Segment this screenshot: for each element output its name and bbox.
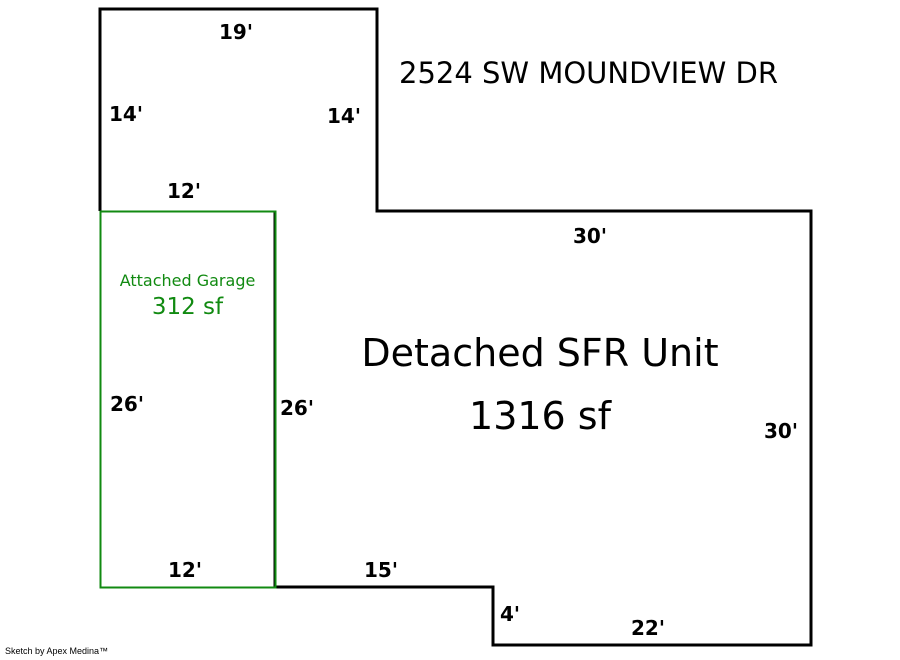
dim-bottom-right: 22' — [631, 616, 665, 640]
dim-garage-top: 12' — [167, 179, 201, 203]
dim-garage-bottom: 12' — [168, 558, 202, 582]
garage-name: Attached Garage — [119, 271, 256, 290]
dim-garage-right: 26' — [280, 396, 314, 420]
dim-step: 4' — [500, 602, 521, 626]
dim-top: 19' — [219, 20, 253, 44]
dim-bottom-left: 15' — [364, 558, 398, 582]
sketch-credit: Sketch by Apex Medina™ — [5, 646, 109, 656]
main-area-size: 1316 sf — [469, 394, 611, 438]
house-outline — [98, 7, 813, 647]
main-area-name: Detached SFR Unit — [361, 331, 719, 375]
dim-mid-top: 30' — [573, 224, 607, 248]
dim-right: 30' — [764, 419, 798, 443]
garage-outline — [99, 210, 277, 589]
garage-area: 312 sf — [151, 294, 224, 320]
address-label: 2524 SW MOUNDVIEW DR — [399, 56, 778, 90]
dim-upper-left: 14' — [109, 102, 143, 126]
dim-upper-right: 14' — [327, 104, 361, 128]
dim-garage-left: 26' — [110, 392, 144, 416]
